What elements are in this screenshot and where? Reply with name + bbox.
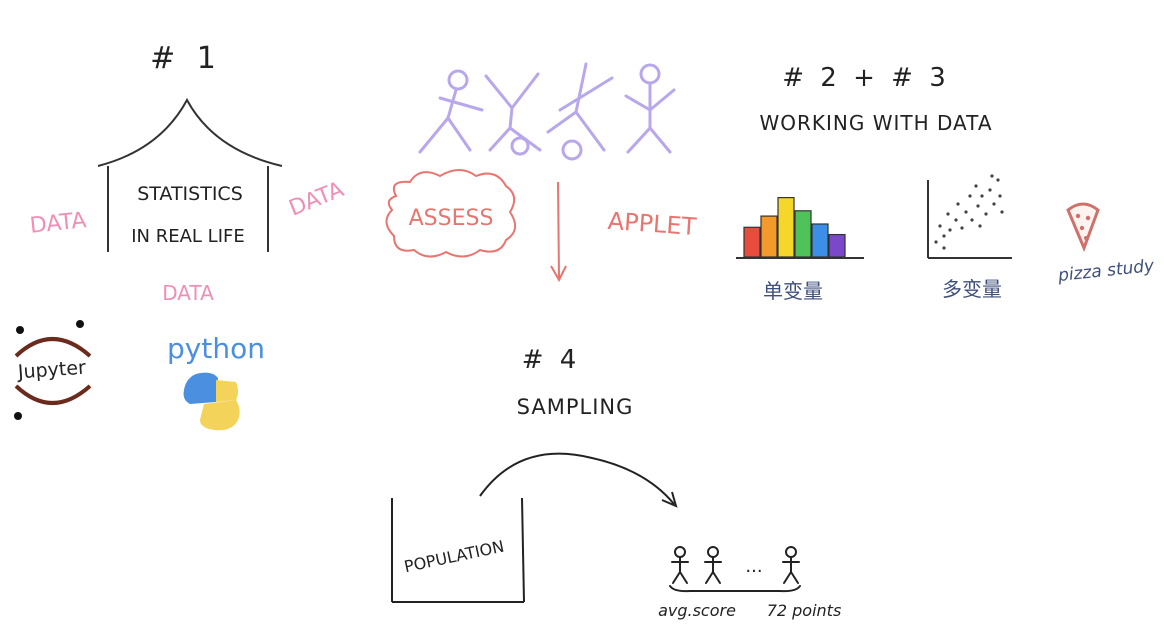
down-arrow-icon xyxy=(550,181,567,283)
points-label: 72 points xyxy=(767,601,842,620)
assess-label: ASSESS xyxy=(409,206,494,231)
scatter-caption: 多变量 xyxy=(942,277,1002,301)
jupyter-label: Jupyter xyxy=(16,357,86,384)
python-logo-icon xyxy=(183,372,240,431)
histogram-bar xyxy=(777,197,795,258)
histogram-bar xyxy=(743,226,761,258)
population-label: POPULATION xyxy=(402,537,505,577)
data-label-left: DATA xyxy=(29,208,88,239)
data-label-bottom: DATA xyxy=(162,281,214,305)
tent-drawing xyxy=(97,97,283,252)
histogram-bar xyxy=(811,223,829,258)
sample-ellipsis: ... xyxy=(745,556,762,577)
stick-figures-drawing xyxy=(418,62,676,161)
histogram-chart xyxy=(743,197,846,258)
sampling-arrow-icon xyxy=(479,452,678,508)
histogram-bar xyxy=(794,210,812,258)
section23-heading: # 2 + # 3 xyxy=(782,63,950,93)
pizza-caption: pizza study xyxy=(1056,256,1156,286)
tent-line1: STATISTICS xyxy=(137,183,243,205)
tent-line2: IN REAL LIFE xyxy=(131,226,245,247)
avg-score-label: avg.score xyxy=(658,601,736,620)
section4-heading: # 4 xyxy=(522,345,581,375)
jupyter-logo-icon xyxy=(14,320,92,420)
sample-figures-drawing xyxy=(669,546,801,593)
pizza-slice-icon xyxy=(1066,202,1100,253)
histogram-bar xyxy=(760,215,778,258)
scatter-plot-drawing xyxy=(927,174,1012,259)
histogram-bar xyxy=(828,233,846,258)
histogram-caption: 单变量 xyxy=(763,279,823,303)
section23-subtitle: WORKING WITH DATA xyxy=(759,111,992,135)
data-label-right: DATA xyxy=(286,177,348,221)
applet-label: APPLET xyxy=(607,207,698,241)
section4-subtitle: SAMPLING xyxy=(517,395,634,419)
assess-cloud-shape xyxy=(385,169,517,258)
python-label: python xyxy=(167,332,265,365)
population-container-drawing xyxy=(391,497,525,603)
section1-heading: # 1 xyxy=(150,41,222,76)
